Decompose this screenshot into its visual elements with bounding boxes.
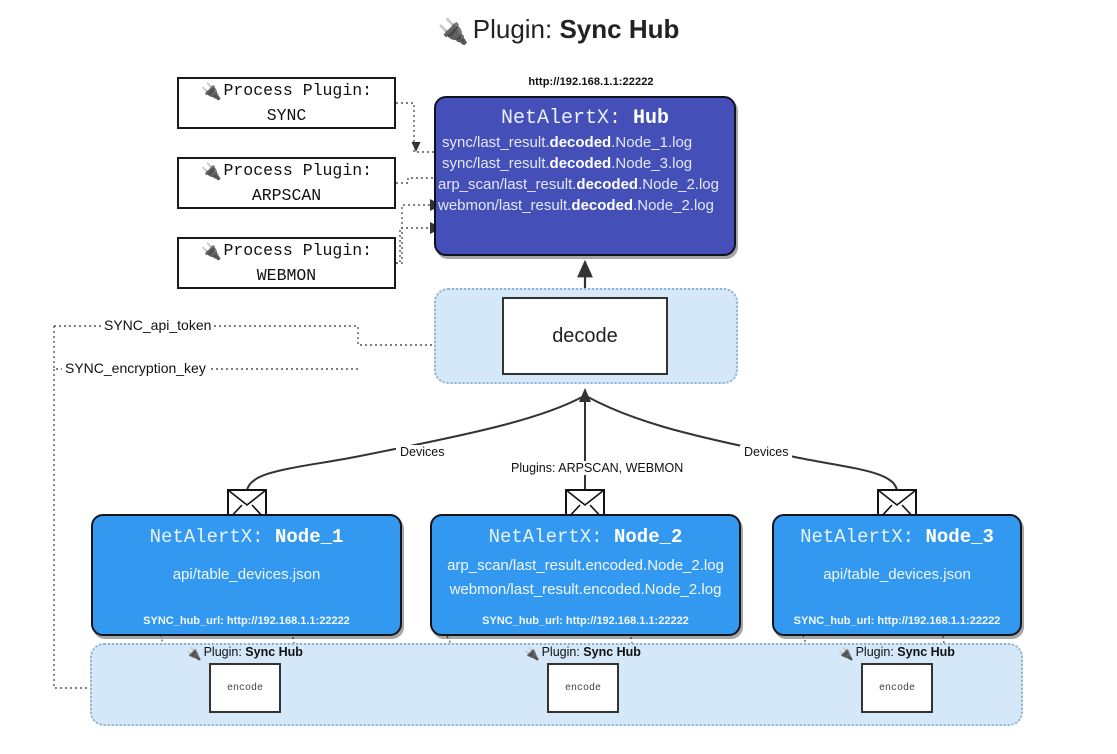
process-plugin-label: Process Plugin: [223,160,373,180]
hub-log-line: webmon/last_result.decoded.Node_2.log [438,197,714,214]
encode-box-node-2[interactable]: encode [547,663,619,713]
process-plugin-label: Process Plugin: [223,80,373,100]
hub-title: NetAlertX: Hub [500,107,670,130]
node-box-node-3[interactable]: NetAlertX: Node_3 api/table_devices.json… [772,514,1022,636]
encode-box-node-3[interactable]: encode [861,663,933,713]
encode-label: encode [226,682,263,694]
hub-url-label: http://192.168.1.1:22222 [528,76,654,88]
hub-log-line: sync/last_result.decoded.Node_1.log [442,134,693,151]
encode-label: encode [564,682,601,694]
edge-label-plugins-center: Plugins: ARPSCAN, WEBMON [507,461,688,475]
node-footer: SYNC_hub_url: http://192.168.1.1:22222 [482,615,689,627]
encoder-plugin-label: 🔌Plugin: Sync Hub [838,645,955,661]
node-footer: SYNC_hub_url: http://192.168.1.1:22222 [143,615,350,627]
hub-box[interactable]: NetAlertX: Hub sync/last_result.decoded.… [434,96,736,256]
encoder-plugin-label: 🔌Plugin: Sync Hub [524,645,641,661]
edge-label-devices-right: Devices [740,445,793,459]
hub-log-line: arp_scan/last_result.decoded.Node_2.log [438,176,719,193]
decode-box[interactable]: decode [502,297,668,375]
plug-icon: 🔌 [200,241,222,261]
decode-label: decode [552,324,618,347]
plug-icon: 🔌 [524,647,540,661]
process-plugin-name: ARPSCAN [251,185,322,205]
process-plugin-name: SYNC [266,105,307,125]
secret-label-encryption-key: SYNC_encryption_key [62,360,209,376]
process-plugin-arpscan[interactable]: 🔌Process Plugin: ARPSCAN [177,157,396,209]
edge-label-devices-left: Devices [396,445,449,459]
encode-label: encode [878,682,915,694]
encode-box-node-1[interactable]: encode [209,663,281,713]
hub-log-line: sync/last_result.decoded.Node_3.log [442,155,693,172]
node-title: NetAlertX: Node_2 [488,526,683,548]
node-line: api/table_devices.json [172,566,321,583]
process-plugin-sync[interactable]: 🔌Process Plugin: SYNC [177,77,396,129]
node-box-node-1[interactable]: NetAlertX: Node_1 api/table_devices.json… [91,514,402,636]
node-footer: SYNC_hub_url: http://192.168.1.1:22222 [793,615,1001,627]
process-plugin-label: Process Plugin: [223,240,373,260]
plug-icon: 🔌 [838,647,854,661]
node-title: NetAlertX: Node_1 [149,526,344,548]
title-name: Sync Hub [559,14,680,44]
plug-icon: 🔌 [186,647,202,661]
plug-icon: 🔌 [200,161,222,181]
plug-icon: 🔌 [437,18,469,46]
node-line: webmon/last_result.encoded.Node_2.log [449,581,722,598]
node-line: api/table_devices.json [823,566,971,583]
process-plugin-name: WEBMON [256,265,317,285]
title-prefix: Plugin: [472,14,553,44]
secret-label-api-token: SYNC_api_token [101,317,215,333]
encoder-plugin-label: 🔌Plugin: Sync Hub [186,645,303,661]
node-title: NetAlertX: Node_3 [800,526,994,548]
process-plugin-webmon[interactable]: 🔌Process Plugin: WEBMON [177,237,396,289]
page-title: 🔌Plugin: Sync Hub [0,14,1117,47]
node-box-node-2[interactable]: NetAlertX: Node_2 arp_scan/last_result.e… [430,514,741,636]
plug-icon: 🔌 [200,81,222,101]
node-line: arp_scan/last_result.encoded.Node_2.log [447,557,724,574]
